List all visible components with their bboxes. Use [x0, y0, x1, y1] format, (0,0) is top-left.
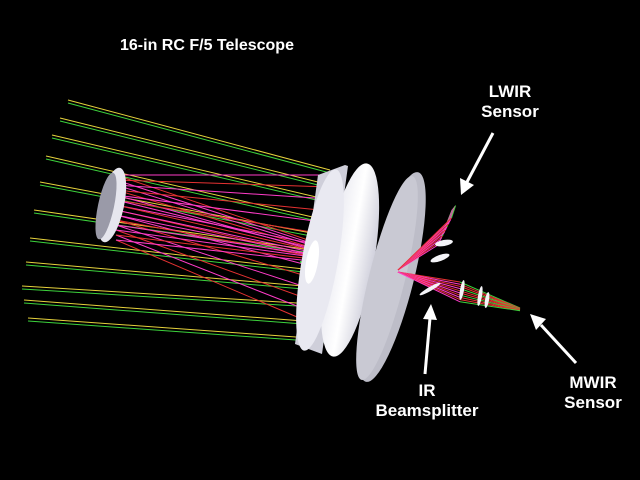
incoming-ray-yellow	[25, 261, 339, 290]
beamsplitter-label: IR Beamsplitter	[368, 381, 486, 421]
relay-optics	[397, 205, 521, 312]
mwir-ray	[459, 285, 521, 310]
reflected-ray	[115, 229, 331, 308]
mwir-label-line1: MWIR	[569, 373, 617, 392]
reflected-ray	[115, 189, 331, 212]
reflected-ray	[115, 184, 331, 200]
reflected-ray	[115, 214, 331, 272]
incoming-ray-yellow	[59, 117, 339, 188]
mwir-ray	[459, 296, 521, 311]
reflected-ray	[115, 239, 331, 332]
reflected-ray	[115, 179, 331, 188]
primary-mirror	[295, 163, 380, 357]
incoming-ray-green	[23, 302, 331, 327]
incoming-ray-yellow	[67, 99, 331, 171]
reflected-ray	[115, 204, 331, 248]
mwir-ray	[459, 290, 521, 310]
incoming-ray-green	[45, 158, 331, 225]
lwir-sensor-label: LWIR Sensor	[470, 82, 550, 122]
incoming-ray-green	[51, 137, 347, 208]
mwir-ray	[459, 301, 521, 312]
incoming-ray-yellow	[27, 317, 339, 341]
mwir-ray	[397, 271, 461, 303]
mwir-ray	[459, 288, 521, 310]
beamsplitter-label-line1: IR	[418, 381, 436, 400]
incoming-ray-yellow	[33, 209, 347, 256]
lwir-label-line2: Sensor	[481, 102, 539, 121]
incoming-ray-green	[25, 264, 339, 293]
incoming-ray-yellow	[29, 237, 331, 273]
lwir-label-line1: LWIR	[488, 82, 532, 101]
mwir-ray	[459, 283, 521, 309]
incoming-ray-green	[67, 102, 331, 174]
mwir-label-line2: Sensor	[564, 393, 622, 412]
incoming-ray-yellow	[45, 155, 331, 222]
incoming-ray-green	[59, 120, 339, 191]
mwir-lens	[459, 280, 465, 300]
mwir-arrow	[530, 314, 578, 365]
mwir-sensor-label: MWIR Sensor	[560, 373, 626, 413]
incoming-ray-yellow	[23, 299, 331, 324]
mwir-ray	[459, 281, 521, 309]
beamsplitter-label-line2: Beamsplitter	[375, 401, 479, 420]
beamsplitter-arrow	[423, 304, 437, 375]
reflected-ray	[115, 234, 331, 320]
mwir-ray	[459, 294, 521, 311]
incoming-ray-green	[21, 288, 347, 310]
incoming-ray-green	[27, 320, 339, 344]
mwir-lens	[477, 286, 483, 306]
mwir-ray	[459, 292, 521, 310]
secondary-mirror	[95, 167, 127, 243]
lwir-ray	[397, 217, 452, 271]
beamsplitter-plate	[356, 172, 426, 382]
lwir-ray	[451, 205, 457, 219]
reflected-ray	[115, 199, 331, 236]
mwir-ray	[459, 299, 521, 311]
diagram-title: 16-in RC F/5 Telescope	[120, 37, 294, 54]
incoming-ray-green	[39, 184, 339, 242]
fold-mirror	[419, 282, 441, 296]
incoming-ray-green	[29, 240, 331, 276]
mwir-lens	[484, 292, 490, 308]
incoming-ray-yellow	[51, 134, 347, 205]
lwir-arrow	[460, 132, 495, 195]
reflected-ray	[115, 224, 331, 296]
incoming-ray-yellow	[21, 285, 347, 307]
reflected-ray	[115, 194, 331, 224]
incoming-rays	[21, 99, 347, 344]
lwir-lens	[430, 253, 450, 263]
lwir-lens	[435, 239, 453, 247]
